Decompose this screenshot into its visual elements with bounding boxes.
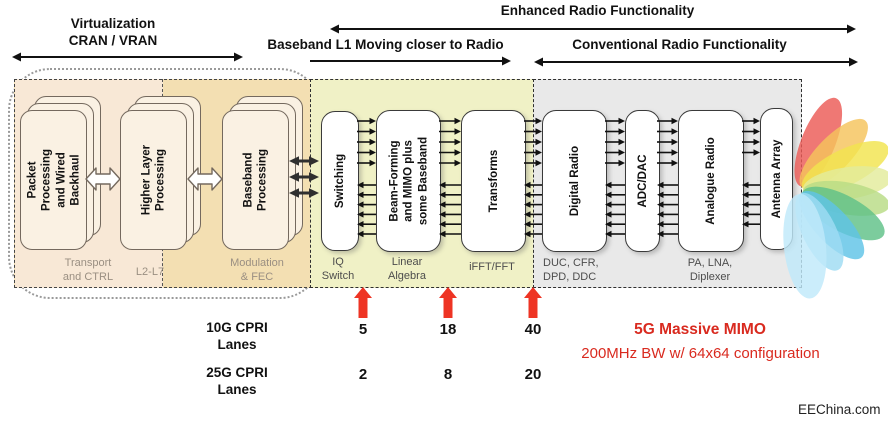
- lanes-10g-label: 10G CPRI Lanes: [206, 320, 268, 352]
- lanes-25g-label: 25G CPRI Lanes: [206, 365, 268, 397]
- lanes-10g-value-1: 5: [358, 321, 368, 338]
- lanes-25g-value-3: 20: [524, 366, 542, 383]
- lanes-10g-value-3: 40: [524, 321, 542, 338]
- block-analogue-radio-label: Analogue Radio: [704, 137, 717, 225]
- stack-packet-label: Packet Processing and Wired Backhaul: [25, 149, 81, 211]
- conventional-radio-label: Conventional Radio Functionality: [572, 37, 787, 52]
- block-digital-radio: Digital Radio: [542, 110, 607, 252]
- virtualization-label-line1: Virtualization: [70, 16, 156, 31]
- stack-higher-layer: Higher Layer Processing: [120, 96, 201, 250]
- sub-label-pa-lna: PA, LNA, Diplexer: [687, 257, 733, 284]
- region-label-l2-l7: L2-L7: [135, 266, 165, 278]
- block-adc-dac-label: ADC/DAC: [636, 154, 649, 208]
- virtualization-label-line2: CRAN / VRAN: [68, 33, 158, 48]
- watermark: EEChina.com: [798, 402, 881, 417]
- sub-label-iq-switch: IQ Switch: [321, 256, 355, 283]
- stack-card-front: Higher Layer Processing: [120, 110, 187, 250]
- region-label-modulation-fec: Modulation & FEC: [230, 257, 284, 284]
- block-beamforming-label: Beam-Forming and MIMO plus some Baseband: [387, 136, 429, 226]
- stack-baseband-processing: Baseband Processing: [222, 96, 303, 250]
- stack-packet-processing: Packet Processing and Wired Backhaul: [20, 96, 101, 250]
- annotation-5g-massive-mimo: 5G Massive MIMO: [634, 321, 766, 338]
- sub-label-ifft-fft: iFFT/FFT: [469, 261, 515, 273]
- sub-label-duc-cfr: DUC, CFR, DPD, DDC: [543, 257, 599, 284]
- block-analogue-radio: Analogue Radio: [678, 110, 744, 252]
- stack-baseband-label: Baseband Processing: [242, 149, 269, 211]
- region-label-transport: Transport and CTRL: [62, 257, 114, 284]
- stack-card-front: Baseband Processing: [222, 110, 289, 250]
- block-antenna-array: Antenna Array: [760, 108, 793, 250]
- block-beamforming: Beam-Forming and MIMO plus some Baseband: [376, 110, 441, 252]
- block-transforms: Transforms: [461, 110, 526, 252]
- block-switching: Switching: [321, 111, 359, 251]
- lanes-10g-value-2: 18: [439, 321, 457, 338]
- lanes-25g-value-1: 2: [358, 366, 368, 383]
- annotation-200mhz-config: 200MHz BW w/ 64x64 configuration: [581, 345, 820, 362]
- block-transforms-label: Transforms: [487, 149, 500, 213]
- baseband-l1-label: Baseband L1 Moving closer to Radio: [267, 37, 504, 52]
- stack-card-front: Packet Processing and Wired Backhaul: [20, 110, 87, 250]
- block-adc-dac: ADC/DAC: [625, 110, 660, 252]
- block-switching-label: Switching: [333, 153, 346, 209]
- block-antenna-array-label: Antenna Array: [770, 139, 783, 219]
- lanes-25g-value-2: 8: [443, 366, 453, 383]
- enhanced-radio-label: Enhanced Radio Functionality: [500, 3, 695, 18]
- sub-label-linear-algebra: Linear Algebra: [388, 256, 426, 283]
- stack-higher-label: Higher Layer Processing: [140, 144, 167, 216]
- red-pointer-arrows: [354, 287, 542, 318]
- block-digital-radio-label: Digital Radio: [568, 145, 581, 217]
